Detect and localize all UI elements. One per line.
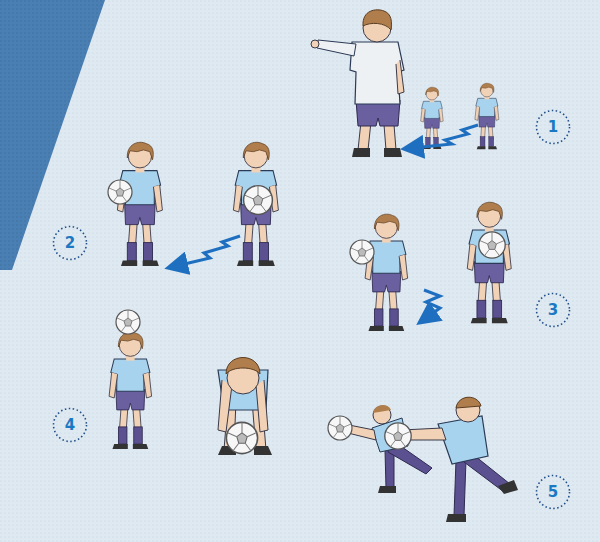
ball <box>226 422 257 453</box>
ball <box>108 180 132 204</box>
ball <box>385 423 411 449</box>
callout-number: 4 <box>65 418 75 433</box>
player-figure <box>467 202 511 323</box>
player-figure <box>421 87 444 149</box>
corner-band <box>0 0 105 270</box>
ring-outline <box>537 476 570 509</box>
ball <box>328 416 352 440</box>
ring-outline <box>537 111 570 144</box>
ring-outline <box>537 294 570 327</box>
player-figure <box>365 214 408 331</box>
run-arrow <box>424 290 440 318</box>
step-circle: 5 <box>535 474 571 510</box>
callout-number: 1 <box>548 120 558 135</box>
callout-number: 2 <box>65 236 75 251</box>
step-circle: 4 <box>52 407 88 443</box>
ring-outline <box>54 409 87 442</box>
step-circle: 3 <box>535 292 571 328</box>
player-figure <box>117 142 162 266</box>
player-figure <box>475 83 499 149</box>
ball <box>350 240 374 264</box>
ball <box>479 232 505 258</box>
coach-figure <box>311 10 404 157</box>
step-circle: 1 <box>535 109 571 145</box>
run-arrow <box>176 236 240 266</box>
player-figure <box>233 142 278 266</box>
reaching-player <box>402 397 518 522</box>
run-arrow <box>412 125 478 148</box>
player-figure <box>109 332 152 449</box>
reaching-player <box>344 405 432 493</box>
step-circle: 2 <box>52 225 88 261</box>
ball <box>116 310 140 334</box>
ball <box>244 186 273 215</box>
bending-player <box>218 358 272 456</box>
callout-number: 5 <box>548 485 558 500</box>
ring-outline <box>54 227 87 260</box>
callout-number: 3 <box>548 303 558 318</box>
